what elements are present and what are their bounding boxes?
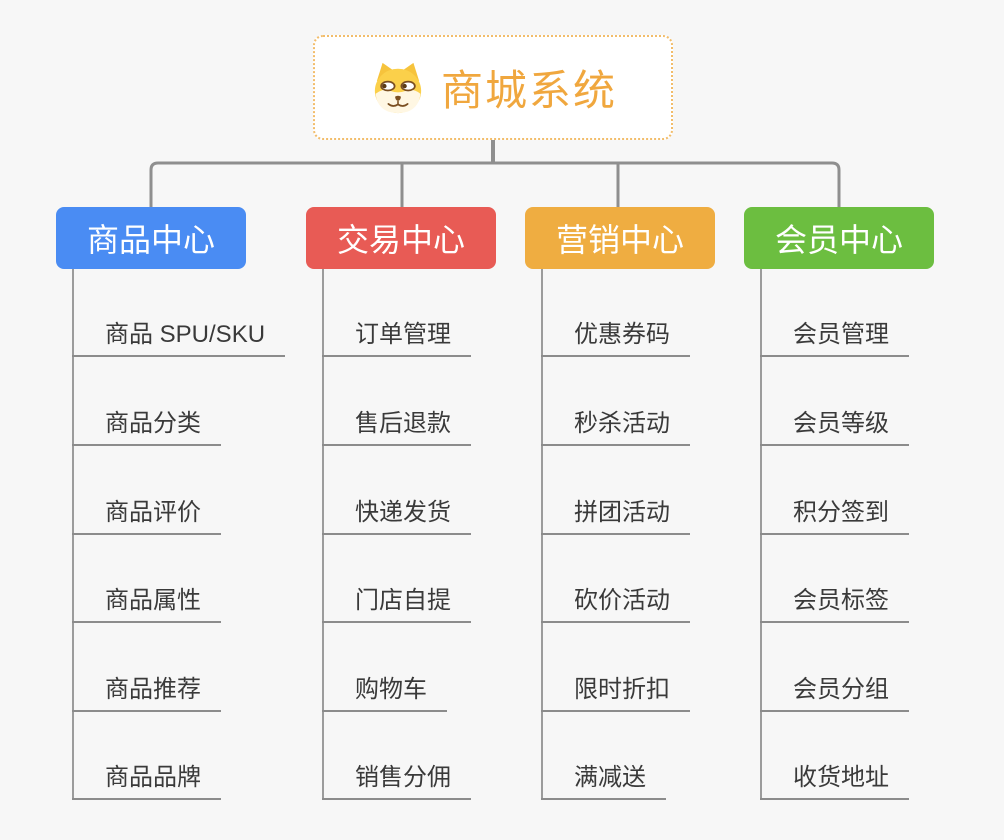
- branch-column-marketing-center: 营销中心 优惠券码 秒杀活动 拼团活动 砍价活动 限时折扣 满减送: [525, 0, 785, 840]
- leaf-topic[interactable]: 优惠券码: [541, 315, 690, 357]
- leaf-topic[interactable]: 购物车: [322, 670, 447, 712]
- leaf-topic[interactable]: 售后退款: [322, 404, 471, 446]
- leaf-topic[interactable]: 商品分类: [72, 404, 221, 446]
- leaf-topic[interactable]: 满减送: [541, 758, 666, 800]
- branch-column-trade-center: 交易中心 订单管理 售后退款 快递发货 门店自提 购物车 销售分佣: [306, 0, 566, 840]
- leaf-topic[interactable]: 会员标签: [760, 581, 909, 623]
- leaf-topic[interactable]: 拼团活动: [541, 493, 690, 535]
- leaf-topic[interactable]: 收货地址: [760, 758, 909, 800]
- leaf-topic[interactable]: 商品推荐: [72, 670, 221, 712]
- leaf-topic[interactable]: 商品评价: [72, 493, 221, 535]
- leaf-topic[interactable]: 积分签到: [760, 493, 909, 535]
- branch-column-member-center: 会员中心 会员管理 会员等级 积分签到 会员标签 会员分组 收货地址: [744, 0, 1004, 840]
- branch-node-marketing-center[interactable]: 营销中心: [525, 207, 715, 269]
- leaf-topic[interactable]: 门店自提: [322, 581, 471, 623]
- leaf-topic[interactable]: 砍价活动: [541, 581, 690, 623]
- leaf-topic[interactable]: 秒杀活动: [541, 404, 690, 446]
- branch-node-member-center[interactable]: 会员中心: [744, 207, 934, 269]
- branch-node-product-center[interactable]: 商品中心: [56, 207, 246, 269]
- leaf-topic[interactable]: 商品属性: [72, 581, 221, 623]
- branch-node-trade-center[interactable]: 交易中心: [306, 207, 496, 269]
- leaf-topic[interactable]: 会员等级: [760, 404, 909, 446]
- leaf-topic[interactable]: 快递发货: [322, 493, 471, 535]
- leaf-topic[interactable]: 商品 SPU/SKU: [72, 315, 286, 357]
- leaf-topic[interactable]: 限时折扣: [541, 670, 690, 712]
- root-topic-title: 商城系统: [440, 67, 617, 114]
- leaf-topic[interactable]: 销售分佣: [322, 758, 471, 800]
- leaf-topic[interactable]: 订单管理: [322, 315, 471, 357]
- leaf-topic[interactable]: 会员管理: [760, 315, 909, 357]
- leaf-topic[interactable]: 会员分组: [760, 670, 909, 712]
- leaf-topic[interactable]: 商品品牌: [72, 758, 221, 800]
- branch-column-product-center: 商品中心 商品 SPU/SKU 商品分类 商品评价 商品属性 商品推荐 商品品牌: [56, 0, 316, 840]
- root-topic-node[interactable]: 商城系统: [313, 35, 673, 140]
- doge-dog-icon: [369, 61, 427, 115]
